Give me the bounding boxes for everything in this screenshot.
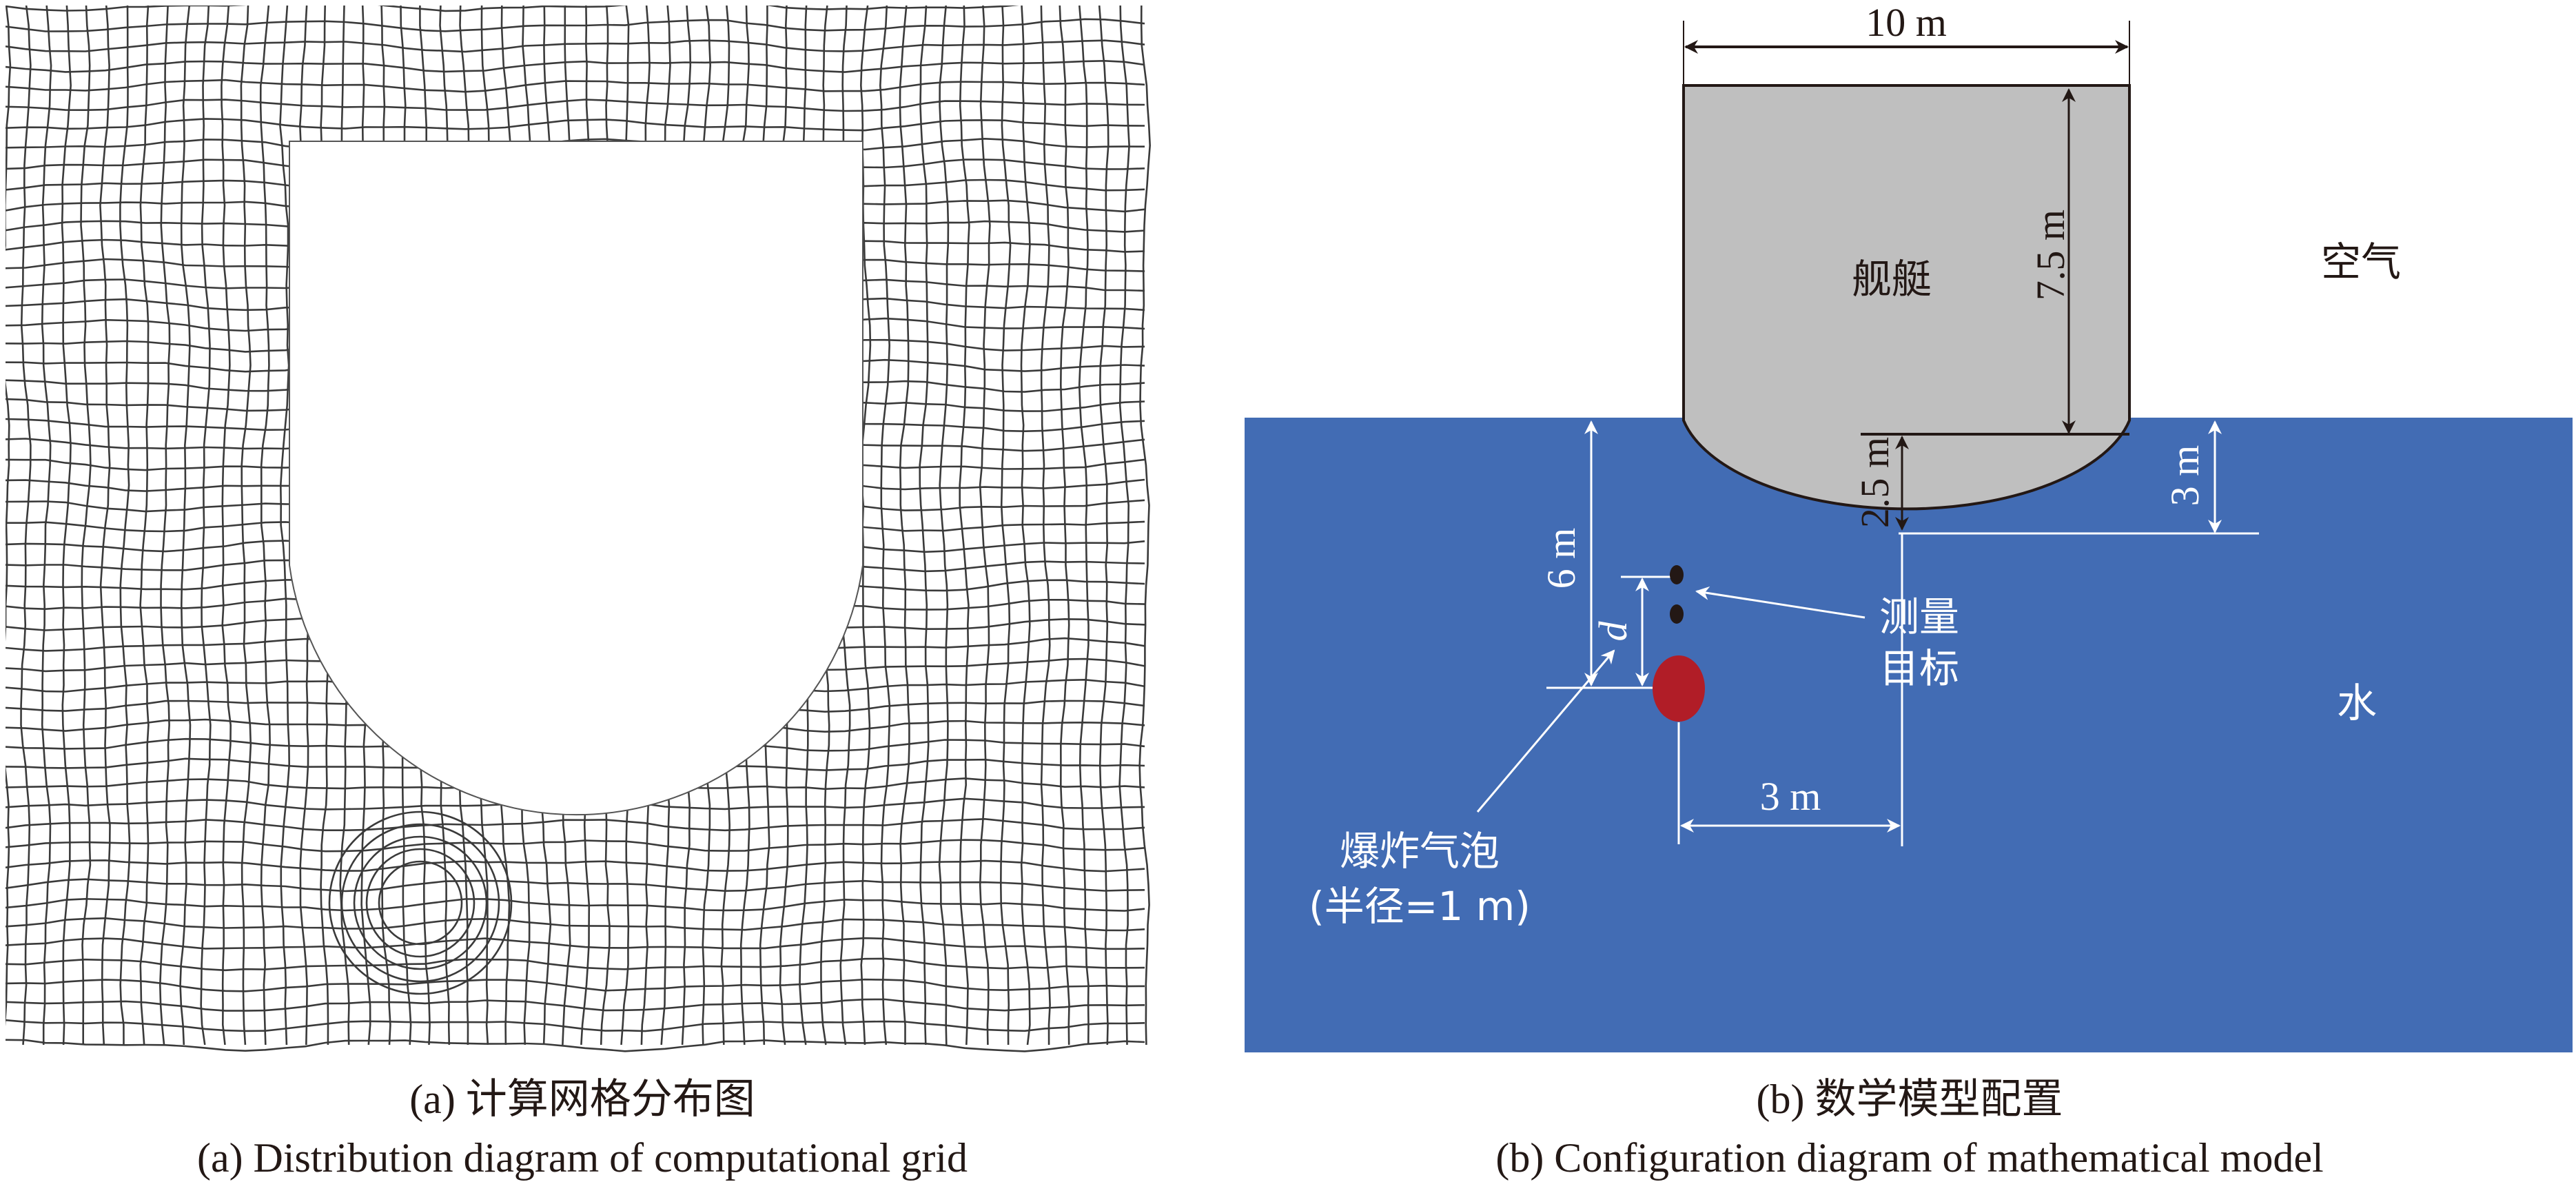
bubble-label-line2: (半径=1 m): [1309, 883, 1531, 930]
ship-label: 舰艇: [1852, 256, 1932, 303]
mesh-refinement-ring: [365, 848, 476, 958]
mesh-line-vertical: [1118, 6, 1130, 1046]
mesh-line-horizontal: [6, 839, 1145, 853]
mesh-line-horizontal: [6, 817, 1145, 832]
mesh-line-vertical: [20, 6, 32, 1046]
mesh-line-horizontal: [6, 18, 1145, 32]
mesh-line-horizontal: [6, 937, 1145, 950]
mesh-line-vertical: [979, 6, 991, 1046]
mesh-line-horizontal: [6, 978, 1145, 992]
mesh-line-vertical: [119, 6, 131, 1046]
panel-a-caption-cn: (a) 计算网格分布图: [409, 1077, 755, 1122]
mesh-line-vertical: [1040, 6, 1051, 1046]
ship-cutout-outline: [289, 141, 863, 816]
panel-b-caption-cn: (b) 数学模型配置: [1756, 1077, 2063, 1122]
targets-label-line1: 测量: [1879, 593, 1959, 640]
mesh-line-vertical: [919, 6, 930, 1046]
mesh-line-vertical: [61, 6, 72, 1046]
target-pointer-arrow: [1695, 586, 1865, 619]
mesh-line-vertical: [899, 6, 910, 1045]
mesh-line-vertical: [99, 6, 111, 1046]
mesh-line-vertical: [159, 6, 171, 1046]
mesh-line-vertical: [1020, 6, 1031, 1046]
air-label: 空气: [2321, 238, 2401, 285]
mesh-line-vertical: [1078, 6, 1090, 1046]
measurement-target-1: [1670, 565, 1684, 584]
width-label: 10 m: [1865, 0, 1947, 45]
water-label: 水: [2337, 680, 2377, 726]
distance-d-label: d: [1591, 621, 1635, 642]
mesh-line-horizontal: [6, 39, 1145, 53]
mesh-line-horizontal: [6, 79, 1145, 93]
bottom-radius-label: 2.5 m: [1852, 437, 1897, 528]
mesh-line-vertical: [240, 6, 252, 1046]
explosion-bubble: [1653, 655, 1705, 722]
bubble-pointer-arrow: [1476, 649, 1615, 813]
mesh-line-vertical: [1098, 6, 1110, 1046]
offset-label: 3 m: [1760, 774, 1821, 819]
draft-label: 3 m: [2163, 445, 2207, 507]
mesh-line-horizontal: [6, 957, 1145, 972]
mesh-line-horizontal: [6, 1019, 1145, 1032]
mesh-line-vertical: [200, 6, 212, 1046]
panel-b-caption-en: (b) Configuration diagram of mathematica…: [1495, 1135, 2324, 1181]
mesh-line-vertical: [221, 6, 232, 1046]
mesh-refinement-ring: [378, 860, 463, 946]
ship-hull: [1682, 84, 2131, 511]
mesh-line-vertical: [999, 6, 1012, 1046]
mesh-line-horizontal: [6, 1039, 1145, 1052]
mesh-line-vertical: [41, 6, 52, 1045]
mesh-line-horizontal: [6, 998, 1145, 1012]
mesh-line-vertical: [879, 6, 891, 1046]
mesh-line-vertical: [1059, 6, 1070, 1046]
targets-label-line2: 目标: [1879, 645, 1959, 692]
mesh-line-horizontal: [6, 6, 1145, 12]
measurement-target-2: [1670, 604, 1684, 624]
mesh-line-vertical: [959, 6, 970, 1046]
mesh-line-horizontal: [6, 878, 1145, 893]
mesh-line-vertical: [80, 6, 92, 1045]
mesh-line-horizontal: [6, 859, 1145, 873]
panel-a-caption-en: (a) Distribution diagram of computationa…: [196, 1135, 968, 1181]
mesh-line-vertical: [6, 6, 12, 1046]
mesh-refinement-ring: [340, 823, 500, 983]
hull-height-label: 7.5 m: [2028, 210, 2073, 300]
mesh-refinement-ring: [353, 835, 488, 970]
mesh-refinement-ring: [328, 810, 513, 995]
mesh-line-vertical: [279, 6, 291, 1046]
mesh-line-vertical: [179, 6, 192, 1046]
mesh-line-horizontal: [6, 917, 1145, 932]
bubble-label-line1: 爆炸气泡: [1340, 828, 1500, 875]
mesh-line-horizontal: [6, 59, 1145, 73]
mesh-line-horizontal: [6, 99, 1145, 112]
mesh-line-horizontal: [6, 118, 1145, 132]
depth-label: 6 m: [1539, 528, 1584, 589]
mesh-line-vertical: [259, 6, 272, 1046]
mesh-line-vertical: [938, 6, 950, 1046]
water-region: [1245, 418, 2573, 1052]
mesh-line-vertical: [1138, 6, 1152, 1046]
mesh-line-horizontal: [6, 137, 1145, 151]
mesh-line-horizontal: [6, 897, 1145, 912]
mesh-line-vertical: [139, 6, 150, 1046]
